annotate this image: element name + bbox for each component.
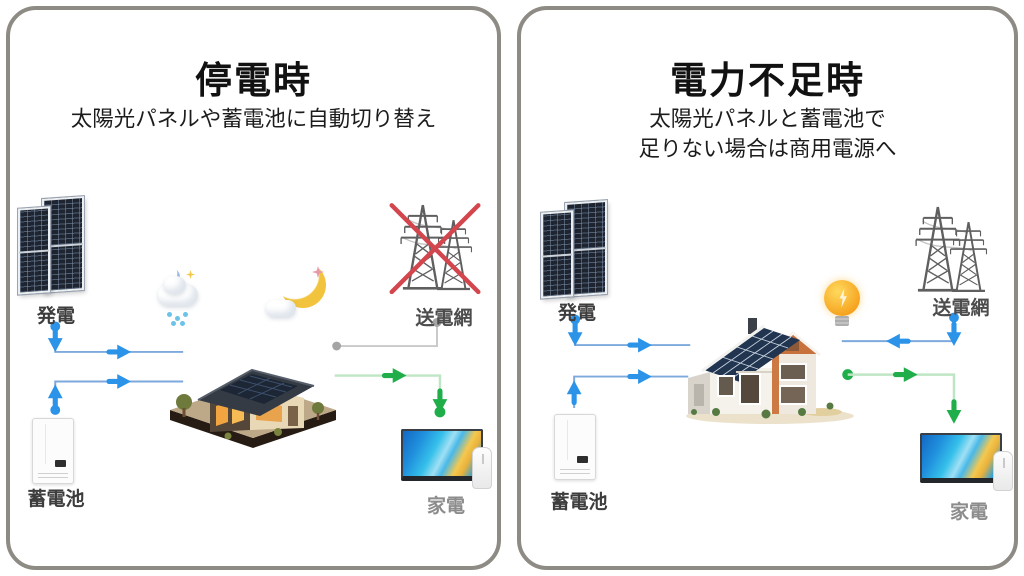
appliances-label: 家電 xyxy=(426,496,465,517)
battery-label: 蓄電池 xyxy=(27,489,85,510)
battery-label: 蓄電池 xyxy=(550,492,608,513)
transmission-tower-icon xyxy=(914,205,988,293)
flow-house-to-appliances xyxy=(842,367,962,424)
panel-subtitle: 太陽光パネルや蓄電池に自動切り替え xyxy=(10,104,497,134)
grid-label: 送電網 xyxy=(932,298,990,319)
subtitle-line: 足りない場合は商用電源へ xyxy=(638,137,897,161)
panel-power-shortage: 電力不足時 太陽光パネルと蓄電池で 足りない場合は商用電源へ xyxy=(517,6,1018,570)
house-illustration-night xyxy=(170,368,336,448)
subtitle-line: 太陽光パネルや蓄電池に自動切り替え xyxy=(70,107,437,131)
tv-icon xyxy=(401,429,483,481)
red-cross-icon xyxy=(389,203,481,295)
crescent-moon-icon xyxy=(266,260,330,322)
page-title: 電力不足時 xyxy=(670,60,865,101)
generation-label: 発電 xyxy=(557,303,596,324)
lightbulb-base xyxy=(835,316,849,326)
appliances-label: 家電 xyxy=(949,502,988,523)
solar-panel-icon xyxy=(18,195,94,300)
house-illustration-day xyxy=(686,318,854,424)
humidifier-icon xyxy=(472,447,492,489)
tv-icon xyxy=(920,433,1002,483)
panel-power-outage: 停電時 太陽光パネルや蓄電池に自動切り替え xyxy=(6,6,501,570)
lightbulb-icon xyxy=(824,280,860,316)
flow-house-to-appliances xyxy=(334,368,448,418)
panel-subtitle: 太陽光パネルと蓄電池で 足りない場合は商用電源へ xyxy=(521,104,1014,164)
subtitle-line: 太陽光パネルと蓄電池で xyxy=(649,107,886,131)
humidifier-icon xyxy=(993,451,1013,491)
battery-icon xyxy=(554,414,596,480)
battery-icon xyxy=(32,418,74,484)
solar-panel-icon xyxy=(541,199,617,304)
flow-battery-to-house xyxy=(566,369,689,409)
transmission-tower-icon xyxy=(389,203,481,295)
rain-cloud-icon xyxy=(156,268,206,328)
generation-label: 発電 xyxy=(36,306,75,327)
page-title: 停電時 xyxy=(195,60,312,101)
grid-label: 送電網 xyxy=(415,308,473,329)
